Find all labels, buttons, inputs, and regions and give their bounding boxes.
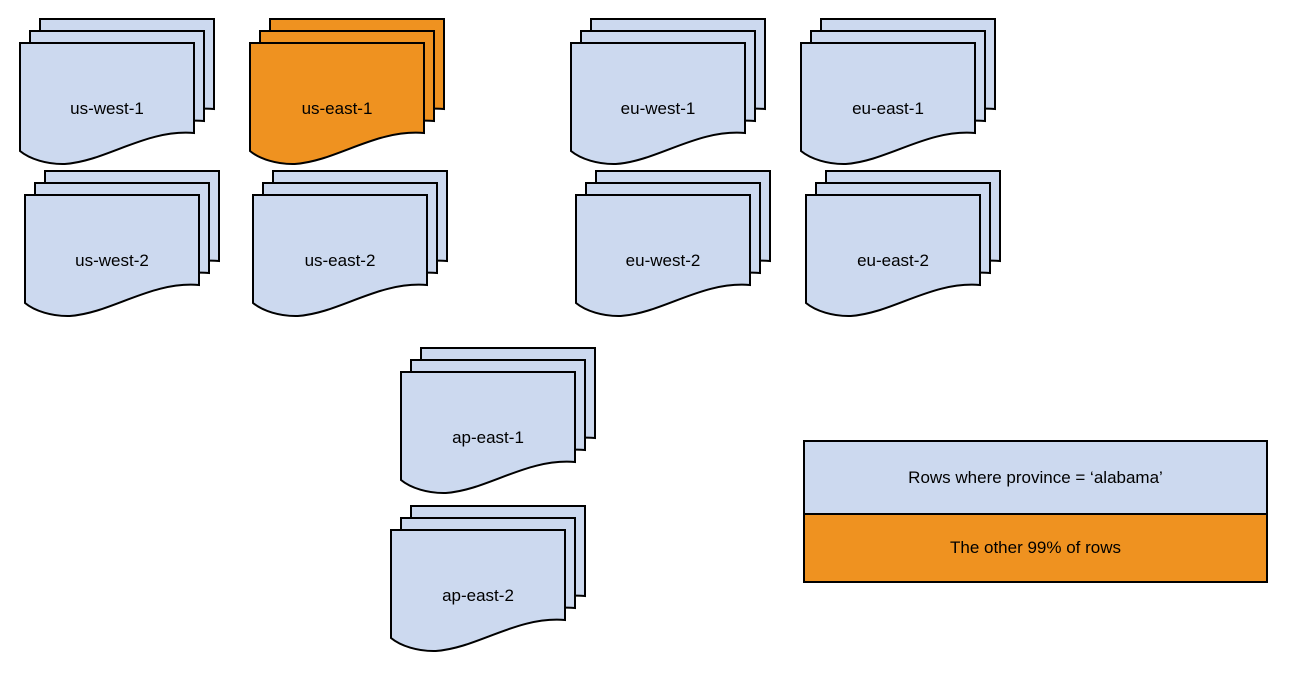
stack-sheets [249, 18, 445, 166]
document-stack-eu-west-1[interactable]: eu-west-1 [568, 16, 768, 167]
stack-sheet-1 [800, 42, 976, 166]
stack-sheet-1 [249, 42, 425, 166]
document-stack-eu-west-2[interactable]: eu-west-2 [573, 168, 773, 319]
stack-sheets [252, 170, 448, 318]
document-stack-ap-east-1[interactable]: ap-east-1 [398, 345, 598, 496]
legend: Rows where province = ‘alabama’ The other… [803, 440, 1268, 583]
stack-sheet-1 [19, 42, 195, 166]
stack-sheet-1 [390, 529, 566, 653]
stack-sheet-1 [252, 194, 428, 318]
stack-sheets [390, 505, 586, 653]
stack-sheets [400, 347, 596, 495]
stack-sheets [805, 170, 1001, 318]
stack-sheet-1 [24, 194, 200, 318]
stack-sheets [800, 18, 996, 166]
document-stack-us-east-1[interactable]: us-east-1 [247, 16, 447, 167]
stack-sheets [575, 170, 771, 318]
stack-sheet-1 [805, 194, 981, 318]
stack-sheets [24, 170, 220, 318]
document-stack-ap-east-2[interactable]: ap-east-2 [388, 503, 588, 654]
document-stack-eu-east-2[interactable]: eu-east-2 [803, 168, 1003, 319]
document-stack-us-west-1[interactable]: us-west-1 [17, 16, 217, 167]
legend-label: The other 99% of rows [949, 538, 1122, 557]
legend-row-other-rows: The other 99% of rows [805, 515, 1266, 581]
stack-sheet-1 [400, 371, 576, 495]
stack-sheets [19, 18, 215, 166]
document-stack-us-west-2[interactable]: us-west-2 [22, 168, 222, 319]
document-stack-us-east-2[interactable]: us-east-2 [250, 168, 450, 319]
document-stack-eu-east-1[interactable]: eu-east-1 [798, 16, 998, 167]
stack-sheet-1 [570, 42, 746, 166]
legend-row-alabama-rows: Rows where province = ‘alabama’ [805, 442, 1266, 515]
stack-sheets [570, 18, 766, 166]
legend-label: Rows where province = ‘alabama’ [908, 467, 1163, 487]
stack-sheet-1 [575, 194, 751, 318]
